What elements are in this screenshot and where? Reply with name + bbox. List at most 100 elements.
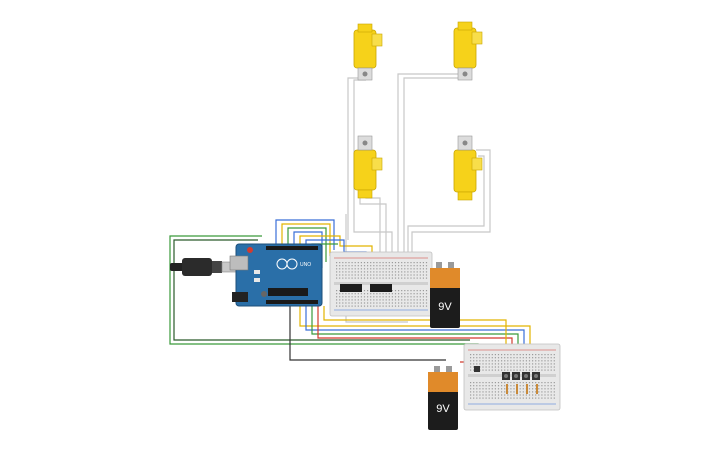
breadboard-hole (516, 360, 518, 362)
wire-bus-1[interactable] (275, 219, 335, 250)
resistor-icon (536, 384, 538, 394)
breadboard-hole (367, 262, 369, 264)
battery-9v-top[interactable]: 9V (430, 262, 460, 328)
wire-motor-bl-2[interactable] (365, 192, 381, 258)
push-button-icon[interactable] (532, 372, 540, 380)
breadboard-hole (507, 357, 509, 359)
breadboard-hole (544, 394, 546, 396)
breadboard-hole (348, 299, 350, 301)
breadboard-hole (532, 369, 534, 371)
breadboard-hole (476, 360, 478, 362)
breadboard-hole (553, 354, 555, 356)
breadboard-hole (388, 305, 390, 307)
wire-motor-br-2[interactable] (407, 155, 485, 258)
breadboard-hole (470, 360, 472, 362)
breadboard-hole (513, 360, 515, 362)
breadboard-hole (379, 302, 381, 304)
breadboard-hole (404, 290, 406, 292)
breadboard-hole (504, 388, 506, 390)
breadboard-hole (363, 271, 366, 273)
usb-cable-icon[interactable] (170, 258, 239, 276)
breadboard-hole (354, 305, 356, 307)
wire-motor-tl[interactable] (347, 77, 360, 240)
breadboard-hole (528, 360, 531, 362)
breadboard-hole (367, 265, 369, 267)
breadboard-hole (488, 363, 490, 365)
breadboard-hole (519, 397, 521, 399)
breadboard-hole (510, 360, 512, 362)
breadboard-hole (501, 391, 503, 393)
breadboard-hole (488, 366, 490, 368)
wire-motor-bl-3[interactable] (345, 214, 408, 323)
switch-icon[interactable] (474, 366, 480, 372)
battery-9v-bottom[interactable]: 9V (428, 366, 458, 430)
breadboard-hole (494, 388, 496, 390)
wire-bus-5[interactable] (299, 235, 373, 258)
breadboard-hole (410, 302, 412, 304)
push-button-icon[interactable] (502, 372, 510, 380)
breadboard-top[interactable] (329, 251, 433, 317)
breadboard-hole (373, 293, 375, 295)
breadboard-hole (345, 265, 347, 267)
breadboard-hole (494, 357, 496, 359)
push-button-icon[interactable] (512, 372, 520, 380)
breadboard-hole (547, 366, 549, 368)
breadboard-hole (479, 363, 481, 365)
breadboard-hole (544, 369, 546, 371)
breadboard-hole (339, 268, 341, 270)
breadboard-bottom[interactable] (463, 343, 561, 411)
breadboard-hole (354, 277, 356, 279)
wire-motor-bl[interactable] (359, 194, 387, 258)
breadboard-hole (339, 271, 341, 273)
breadboard-hole (538, 385, 540, 387)
breadboard-hole (339, 290, 341, 292)
breadboard-hole (553, 363, 555, 365)
breadboard-hole (416, 299, 418, 301)
breadboard-hole (342, 305, 344, 307)
breadboard-hole (407, 293, 409, 295)
breadboard-hole (485, 397, 487, 399)
breadboard-hole (488, 388, 490, 390)
wire-dark-bb2[interactable] (289, 300, 446, 361)
breadboard-hole (553, 394, 555, 396)
breadboard-hole (532, 363, 534, 365)
breadboard-hole (519, 354, 521, 356)
breadboard-hole (485, 363, 487, 365)
motor-bottom-left[interactable] (353, 135, 383, 199)
wire-bus-3[interactable] (287, 227, 327, 262)
breadboard-hole (339, 277, 341, 279)
breadboard-hole (550, 397, 552, 399)
motor-top-right[interactable] (453, 21, 483, 81)
wire-bus-b5[interactable] (323, 306, 507, 362)
breadboard-hole (535, 391, 537, 393)
wire-motor-tr[interactable] (397, 73, 458, 258)
wire-dark-loop[interactable] (173, 239, 470, 341)
motor-top-left[interactable] (353, 23, 383, 81)
arduino-uno-board[interactable]: UNO (229, 243, 323, 307)
breadboard-hole (351, 262, 353, 264)
breadboard-hole (485, 382, 487, 384)
breadboard-hole (510, 366, 512, 368)
breadboard-hole (348, 277, 350, 279)
breadboard-hole (425, 274, 428, 276)
breadboard-hole (363, 296, 366, 298)
breadboard-hole (360, 302, 362, 304)
breadboard-hole (519, 385, 521, 387)
breadboard-hole (485, 391, 487, 393)
motor-bottom-right[interactable] (453, 135, 483, 201)
breadboard-hole (388, 262, 390, 264)
breadboard-hole (532, 357, 534, 359)
breadboard-hole (363, 274, 366, 276)
push-button-icon[interactable] (522, 372, 530, 380)
breadboard-hole (550, 391, 552, 393)
breadboard-hole (516, 394, 518, 396)
breadboard-hole (553, 357, 555, 359)
breadboard-hole (388, 296, 390, 298)
breadboard-hole (476, 397, 478, 399)
breadboard-hole (382, 274, 384, 276)
breadboard-hole (351, 296, 353, 298)
wire-motor-tr-2[interactable] (403, 77, 464, 252)
wire-motor-br[interactable] (411, 149, 491, 258)
breadboard-hole (370, 274, 372, 276)
breadboard-hole (494, 385, 496, 387)
